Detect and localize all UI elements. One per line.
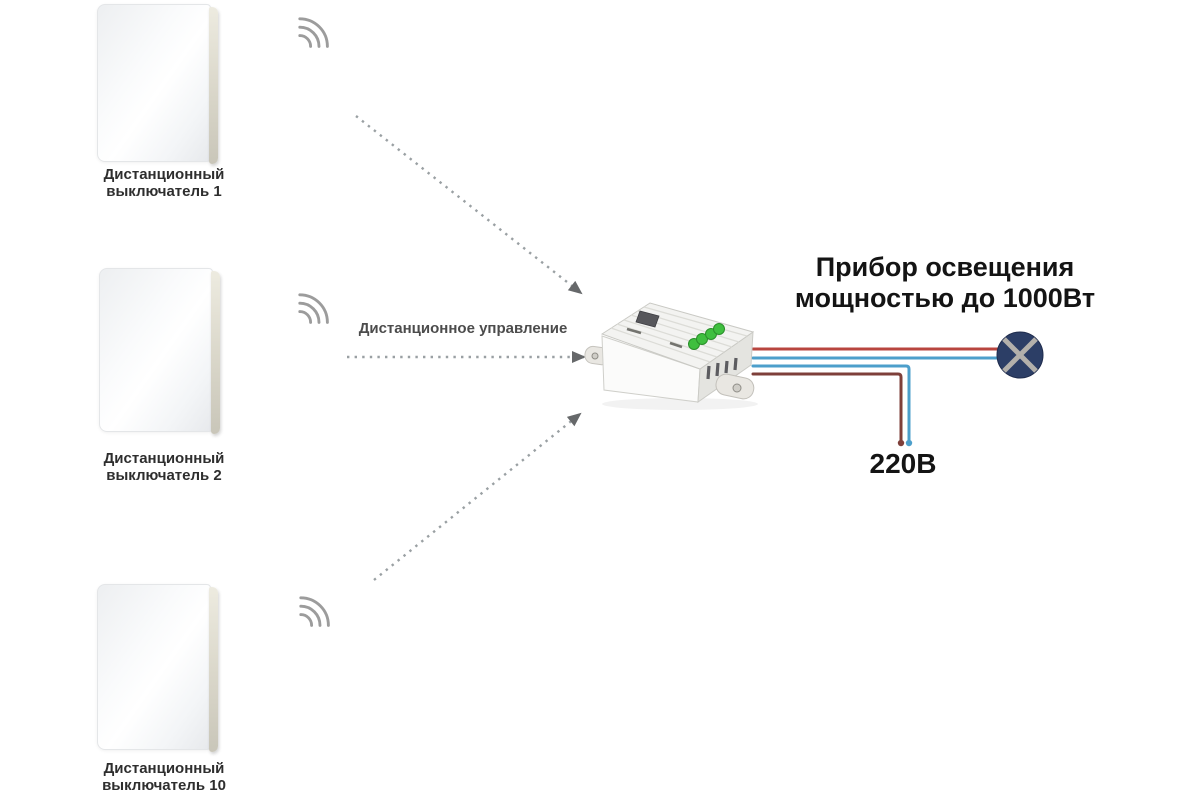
switch-10-label-line2: выключатель 10 — [102, 777, 226, 794]
relay-terminals-green — [688, 323, 725, 350]
load-title-line1: Прибор освещения — [815, 252, 1075, 282]
switch-10-label: Дистанционный выключатель 10 — [79, 760, 249, 794]
relay-top-ridges — [610, 306, 748, 363]
switch-rocker — [97, 584, 211, 750]
wifi-signal-icon-3 — [299, 596, 330, 627]
load-title: Прибор освещения мощностью до 1000Вт — [778, 252, 1112, 314]
relay-pairing-button — [635, 310, 660, 328]
signal-arrow-switch1 — [355, 115, 583, 295]
signal-arrow-switch10 — [373, 412, 582, 581]
voltage-label: 220В — [869, 448, 937, 479]
control-arrow-label: Дистанционное управление — [358, 320, 568, 337]
relay-wire-slots — [706, 357, 738, 380]
switch-1-label: Дистанционный выключатель 1 — [79, 166, 249, 200]
remote-switch-1 — [97, 4, 218, 164]
wifi-signal-icon-2 — [298, 293, 329, 324]
relay-top-slots — [626, 327, 683, 349]
relay-shadow — [602, 398, 758, 410]
lamp-cross — [1002, 337, 1038, 373]
wire-neutral-to-mains — [751, 364, 911, 443]
switch-2-label: Дистанционный выключатель 2 — [79, 450, 249, 484]
switch-side-edge — [211, 271, 220, 434]
relay-mount-hole-left — [591, 352, 599, 360]
switch-side-edge — [209, 7, 218, 164]
wire-live-to-mains — [751, 372, 903, 443]
load-title-line2: мощностью до 1000Вт — [794, 283, 1096, 313]
switch-1-label-line2: выключатель 1 — [106, 183, 222, 200]
switch-1-label-line1: Дистанционный — [103, 166, 225, 183]
switch-rocker — [99, 268, 213, 432]
switch-10-label-line1: Дистанционный — [103, 760, 225, 777]
switch-2-label-line2: выключатель 2 — [106, 467, 222, 484]
switch-rocker — [97, 4, 211, 162]
wiring — [751, 347, 1002, 443]
relay-mount-hole-right — [732, 383, 742, 393]
switch-2-label-line1: Дистанционный — [103, 450, 225, 467]
wifi-signal-icon-1 — [298, 17, 329, 48]
mains-wire-end-neutral — [905, 439, 913, 447]
relay-module — [584, 302, 758, 410]
switch-side-edge — [209, 587, 218, 752]
mains-wire-end-live — [897, 439, 905, 447]
remote-switch-10 — [97, 584, 218, 752]
remote-switch-2 — [99, 268, 220, 434]
lamp-icon — [996, 331, 1044, 379]
